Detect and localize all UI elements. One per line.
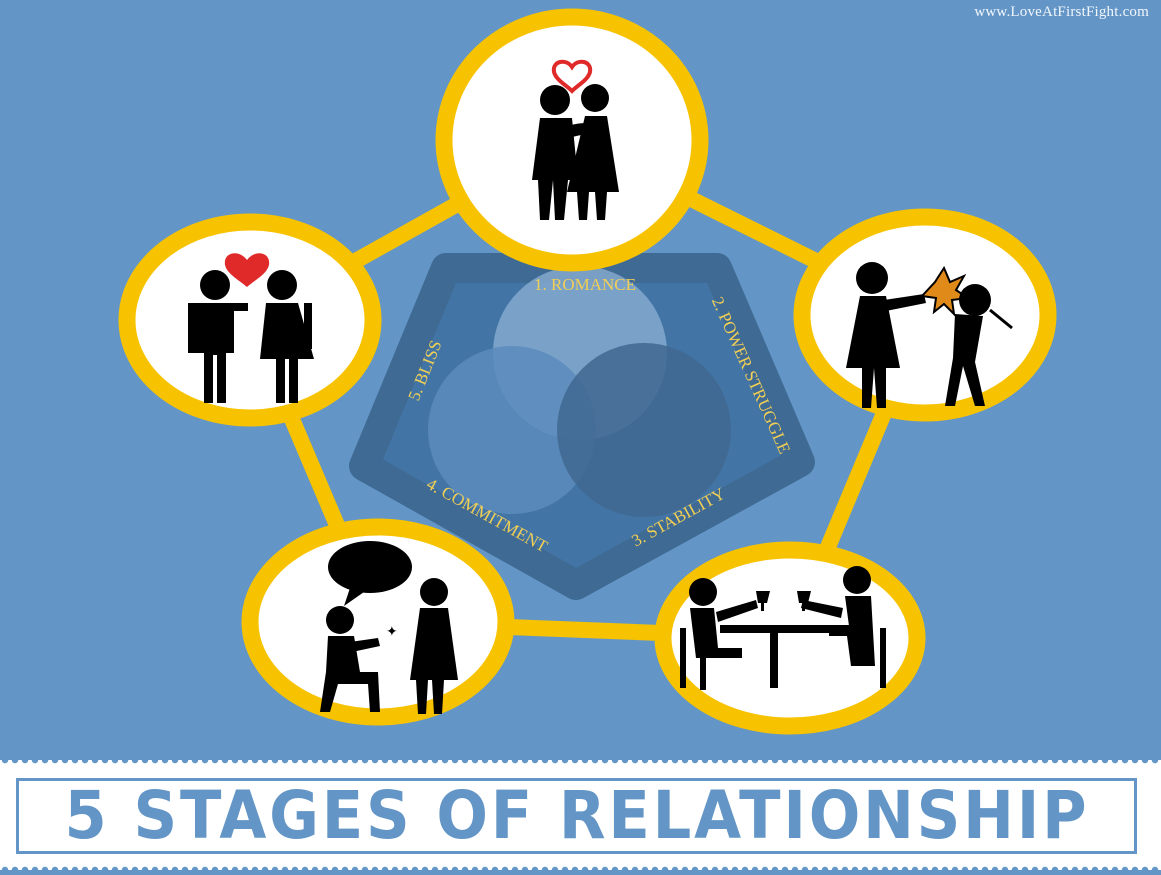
speech-bubble-icon <box>328 541 412 593</box>
heart-icon <box>224 253 270 287</box>
punching-couple-icon <box>846 262 1013 408</box>
proposal-couple-icon: ✦ <box>320 541 458 714</box>
overlap-circle <box>428 346 596 514</box>
stage-label-romance: 1. ROMANCE <box>534 275 636 294</box>
title-box: 5 STAGES OF RELATIONSHIP <box>16 778 1137 854</box>
heart-outline-icon <box>551 59 593 94</box>
stage-circle-bliss <box>118 213 382 427</box>
scalloped-edge-top <box>0 755 1161 765</box>
page-title: 5 STAGES OF RELATIONSHIP <box>64 777 1089 854</box>
stage-circle-commitment: ✦ <box>241 518 515 726</box>
sparkle-icon: ✦ <box>386 624 398 640</box>
scalloped-edge-bottom <box>0 865 1161 875</box>
website-watermark: www.LoveAtFirstFight.com <box>974 4 1149 20</box>
stage-circle-romance <box>435 8 709 272</box>
kissing-couple-icon <box>532 59 619 220</box>
stage-circle-power-struggle <box>793 208 1057 422</box>
center-pentagon <box>349 253 815 600</box>
overlap-circle <box>557 343 731 517</box>
holding-hands-couple-icon <box>188 253 314 403</box>
dinner-toast-couple-icon <box>680 566 886 690</box>
title-banner: 5 STAGES OF RELATIONSHIP <box>0 755 1161 875</box>
impact-burst-icon <box>919 265 971 317</box>
stage-circle-stability <box>654 541 926 735</box>
wine-glass-icon <box>797 591 811 611</box>
wine-glass-icon <box>756 591 770 611</box>
